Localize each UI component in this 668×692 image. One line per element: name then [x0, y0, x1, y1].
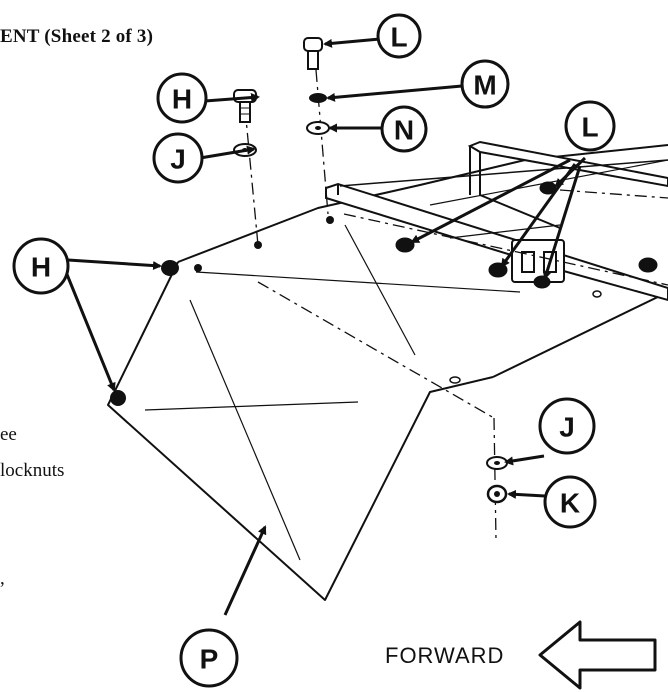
callout-balloons: [12, 13, 616, 688]
centerlines: [244, 69, 668, 541]
washer-j-bottom: [486, 456, 508, 470]
callout-letter-h-top: H: [172, 84, 192, 115]
panel-outline: [107, 144, 668, 601]
callout-letter-l-right: L: [581, 112, 598, 143]
washer-n: [306, 121, 330, 135]
callout-h-top: [156, 72, 208, 124]
callout-letter-j-top: J: [170, 144, 186, 175]
callout-k: [543, 475, 597, 529]
callout-p: [179, 628, 239, 688]
callout-l-top: [376, 13, 422, 59]
callout-letter-j-bottom: J: [559, 412, 575, 443]
callout-h-left: [12, 237, 70, 295]
callout-l-right: [564, 100, 616, 152]
side-note-line-2: locknuts: [0, 460, 65, 481]
left-outline-arrow-icon: [538, 620, 657, 690]
callout-letter-n: N: [394, 115, 414, 146]
side-note-line-1: ee: [0, 424, 17, 445]
callout-letter-l-top: L: [390, 22, 407, 53]
callout-j-top: [152, 132, 204, 184]
panel-holes: [194, 216, 334, 272]
lockwasher-m: [309, 93, 327, 103]
bolt-l-top: [303, 37, 323, 70]
bolt-heads-h: [110, 260, 179, 406]
nut-k: [486, 484, 508, 504]
side-note-line-3: ,: [0, 568, 5, 589]
forward-label: FORWARD: [385, 643, 505, 668]
callout-m: [460, 59, 510, 109]
callout-j-bottom: [538, 397, 596, 455]
callout-letter-p: P: [200, 644, 219, 675]
callout-letter-h-left: H: [31, 252, 51, 283]
leader-lines: [64, 37, 587, 616]
callout-letters: L M N L H J H J K P: [31, 22, 599, 675]
bolt-heads-l: [395, 181, 658, 289]
callout-n: [380, 105, 428, 153]
callout-letter-m: M: [473, 70, 496, 101]
callout-letter-k: K: [560, 488, 580, 519]
bolt-h-top: [233, 89, 257, 123]
small-slots: [449, 290, 602, 384]
sheet-heading: ENT (Sheet 2 of 3): [0, 26, 154, 47]
